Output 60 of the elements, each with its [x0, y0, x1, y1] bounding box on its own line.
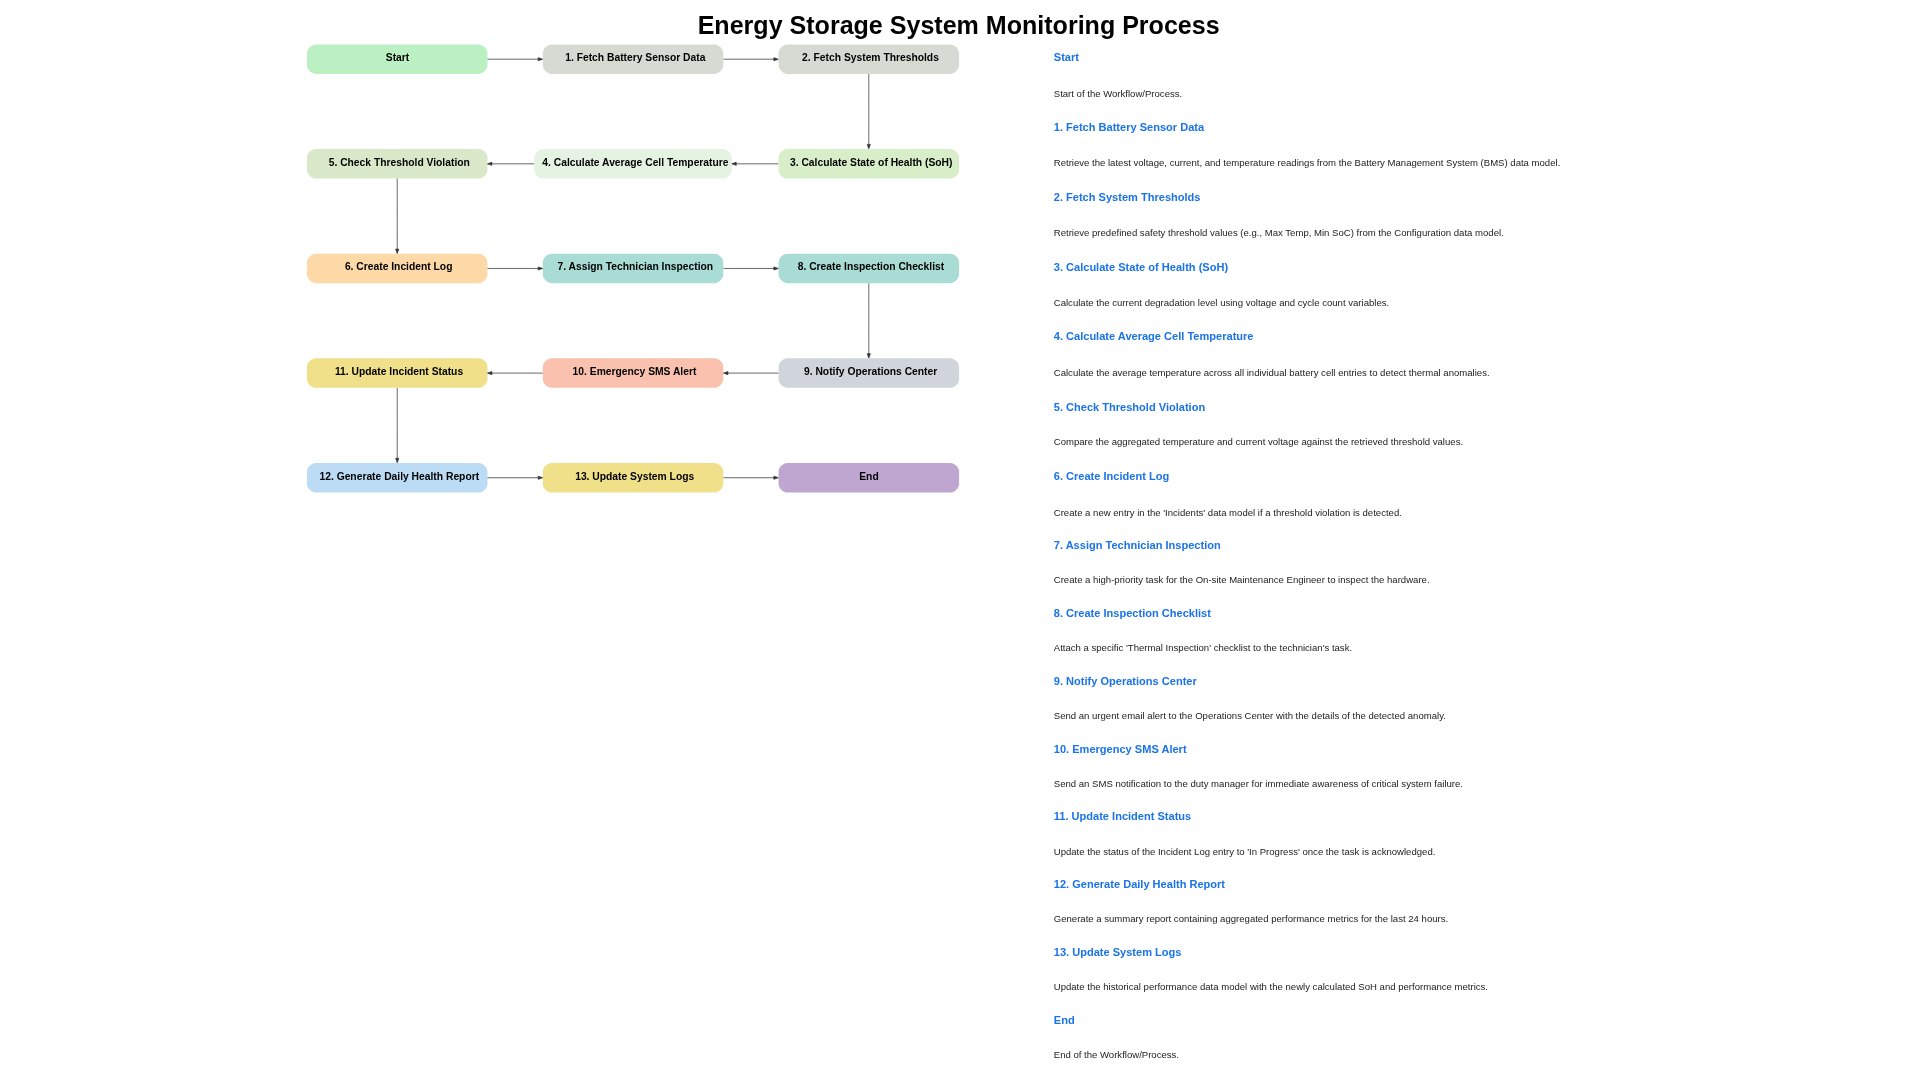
label: Compare the aggregated temperature and current voltage against the retrieved threshold values.: [1053, 435, 1464, 447]
node-box: 5. Check Threshold Violation: [306, 149, 488, 179]
node-box: 9. Notify Operations Center: [778, 358, 960, 388]
node-box: 6. Create Incident Log: [306, 253, 488, 284]
label: 10. Emergency SMS Alert: [1053, 742, 1187, 755]
label: Generate a summary report containing aggregated performance metrics for the last 24 hours.: [1053, 913, 1449, 925]
arrow: [866, 73, 871, 150]
label: 11. Update Incident Status: [1053, 810, 1192, 823]
label: Retrieve the latest voltage, current, and temperature readings from the Battery Management System (BMS) data model.: [1053, 157, 1561, 169]
label: Create a new entry in the 'Incidents' data model if a threshold violation is detected.: [1053, 506, 1402, 518]
node-box: 10. Emergency SMS Alert: [542, 358, 724, 388]
arrow: [487, 371, 543, 375]
arrow: [723, 57, 779, 62]
label: 5. Check Threshold Violation: [1053, 400, 1206, 413]
label: 2. Fetch System Thresholds: [1053, 191, 1201, 204]
node-box: 13. Update System Logs: [542, 463, 724, 493]
arrow: [395, 178, 400, 254]
arrow: [487, 161, 535, 166]
label: Send an SMS notification to the duty manager for immediate awareness of critical system failure.: [1053, 777, 1464, 789]
label: 12. Generate Daily Health Report: [1053, 878, 1226, 891]
label: 6. Create Incident Log: [1053, 469, 1170, 482]
label: 4. Calculate Average Cell Temperature: [1053, 329, 1254, 342]
node-box: 8. Create Inspection Checklist: [778, 253, 960, 284]
node-box: 11. Update Incident Status: [306, 358, 488, 388]
arrow: [487, 475, 543, 480]
label: Retrieve predefined safety threshold values (e.g., Max Temp, Min SoC) from the Configuration data model.: [1053, 226, 1504, 238]
arrow: [723, 266, 779, 271]
node-box: 12. Generate Daily Health Report: [306, 463, 488, 493]
label: 9. Notify Operations Center: [1053, 674, 1197, 687]
label: 3. Calculate State of Health (SoH): [1053, 260, 1229, 273]
arrow: [723, 371, 779, 375]
label: Start: [1053, 51, 1079, 64]
node-box: 2. Fetch System Thresholds: [778, 44, 960, 74]
node-box: 3. Calculate State of Health (SoH): [778, 149, 960, 179]
arrow: [395, 387, 400, 464]
node-box: 1. Fetch Battery Sensor Data: [542, 44, 724, 74]
arrow: [723, 475, 779, 480]
label: Update the historical performance data model with the newly calculated SoH and performance metrics.: [1053, 981, 1489, 993]
label: Update the status of the Incident Log entry to 'In Progress' once the task is acknowledged.: [1053, 845, 1436, 857]
arrow: [487, 266, 543, 271]
arrow: [866, 282, 871, 359]
label: Start of the Workflow/Process.: [1053, 88, 1183, 100]
label: 13. Update System Logs: [1053, 945, 1182, 958]
label: End: [1053, 1013, 1075, 1026]
node-box: 4. Calculate Average Cell Temperature: [534, 149, 732, 179]
label: End of the Workflow/Process.: [1053, 1048, 1180, 1060]
node-box: 7. Assign Technician Inspection: [542, 253, 724, 284]
label: Create a high-priority task for the On-site Maintenance Engineer to inspect the hardware.: [1053, 574, 1430, 586]
label: 1. Fetch Battery Sensor Data: [1053, 120, 1205, 133]
arrow: [731, 161, 779, 166]
label: 8. Create Inspection Checklist: [1053, 607, 1211, 619]
label: Calculate the current degradation level using voltage and cycle count variables.: [1053, 297, 1390, 309]
node-box: Start: [306, 44, 488, 74]
label: 7. Assign Technician Inspection: [1053, 539, 1221, 552]
node-box: End: [778, 463, 960, 493]
label: Calculate the average temperature across all individual battery cell entries to detect thermal anomalies.: [1053, 366, 1490, 378]
arrow: [487, 57, 543, 62]
label: Send an urgent email alert to the Operations Center with the details of the detected anomaly.: [1053, 709, 1446, 721]
diagram-title: Energy Storage System Monitoring Process: [697, 10, 1220, 39]
label: Attach a specific 'Thermal Inspection' checklist to the technician's task.: [1053, 642, 1353, 654]
